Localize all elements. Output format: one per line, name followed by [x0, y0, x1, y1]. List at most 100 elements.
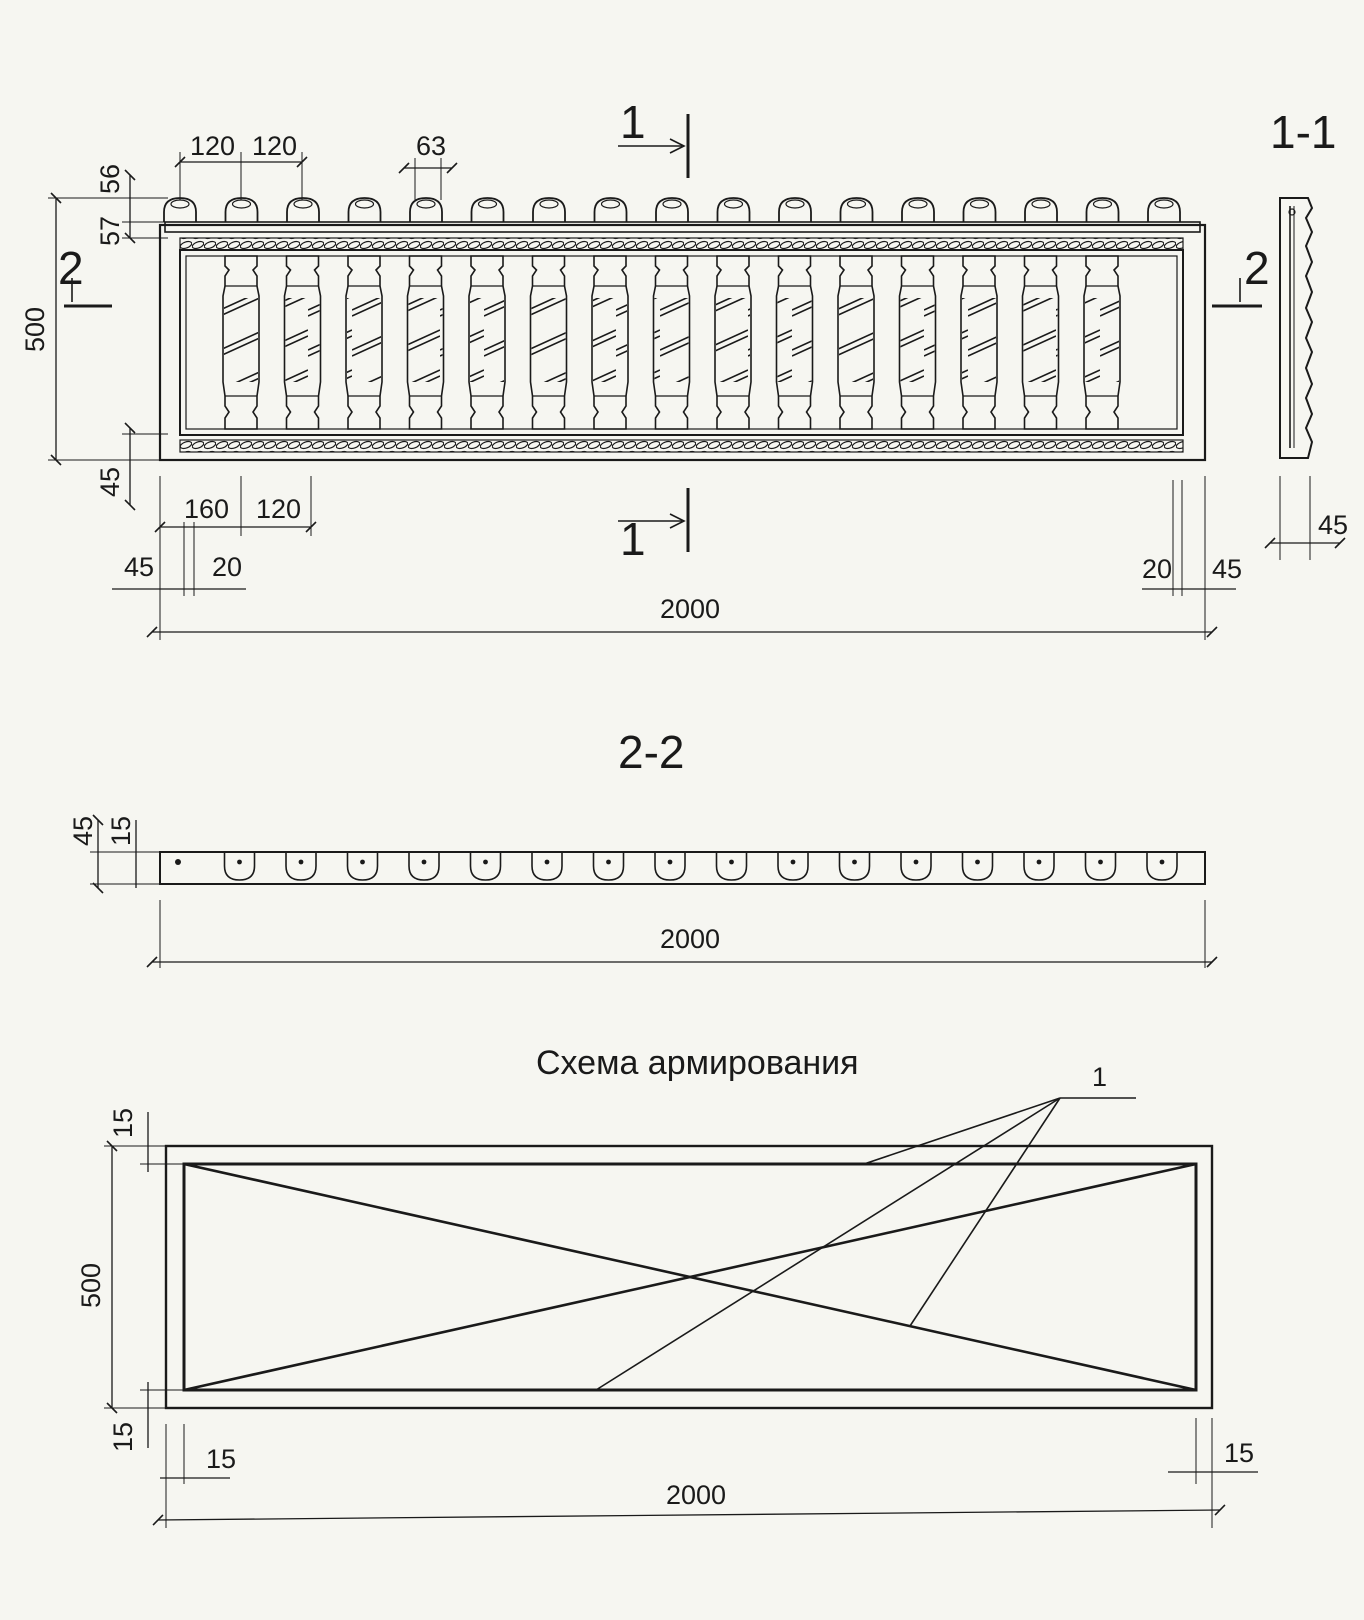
section-2-2-title: 2-2: [618, 726, 684, 778]
cap-knob: [347, 197, 382, 222]
dims-left: 500 56 57 45: [20, 164, 168, 511]
cap-knob-top: [1154, 199, 1174, 209]
reinforcement-view: Схема армирования 1 500 15 15 15 15: [76, 1044, 1258, 1528]
top-rail: [164, 221, 1201, 233]
baluster-twist: [900, 298, 935, 382]
dim-spacing-b: 120: [252, 131, 297, 161]
cap-knob-top: [1031, 199, 1051, 209]
reinforcement-cage: [182, 1162, 1198, 1392]
baluster-twist: [224, 298, 258, 382]
hollow-bolt: [298, 859, 304, 865]
dim-left-inset: 20: [212, 552, 242, 582]
dim-spacing-a: 120: [190, 131, 235, 161]
hollow-arch: [592, 852, 625, 881]
section-2-2-lip: 15: [106, 816, 136, 846]
hollow-arch: [961, 852, 994, 881]
cap-knob: [839, 197, 874, 222]
dim-right-inset: 20: [1142, 554, 1172, 584]
top-rope-band: [179, 237, 1184, 251]
hollow-bolt: [421, 859, 427, 865]
hollow-bolt: [1159, 859, 1165, 865]
cap-knob-top: [662, 199, 682, 209]
section-cut-2-left-label: 2: [58, 242, 84, 294]
dim-first-offset: 160: [184, 494, 229, 524]
rebar-diagonal-2: [183, 1162, 1197, 1392]
section-1-1-thickness: 45: [1318, 510, 1348, 540]
reinforcement-right-cover: 15: [1224, 1438, 1254, 1468]
cap-knob-top: [785, 199, 805, 209]
cap-knob: [716, 197, 751, 222]
hollow-arch: [838, 852, 871, 881]
cap-knob-top: [1092, 199, 1113, 209]
dims-bottom: 160 120 45 20 20 45 2000: [112, 476, 1242, 640]
cap-knob: [286, 197, 320, 222]
section-2-2-hollows: [175, 852, 1178, 881]
baluster-twist: [962, 298, 996, 382]
section-cut-2-right: 2: [1212, 242, 1270, 308]
reinforcement-callout-label: 1: [1092, 1062, 1107, 1092]
hollow-arch: [469, 852, 502, 881]
baluster-twist: [654, 298, 689, 382]
section-1-1-view: 1-1 45: [1264, 106, 1348, 560]
dim-baluster-width: 63: [416, 131, 446, 161]
hollow-bolt: [483, 859, 488, 865]
dim-pitch: 120: [256, 494, 301, 524]
baluster-twist: [839, 298, 873, 382]
hollow-arch: [408, 852, 440, 881]
hollow-arch: [346, 852, 379, 881]
dim-left-margin: 45: [124, 552, 154, 582]
baluster-twist: [470, 298, 504, 382]
cap-knob-top: [600, 199, 621, 209]
dim-cap-height: 56: [95, 164, 125, 194]
cap-knob: [409, 197, 443, 222]
cap-knob-top: [477, 199, 498, 209]
cap-knob-top: [170, 199, 190, 209]
hollow-bolt: [667, 859, 673, 865]
cap-knob-top: [231, 199, 252, 209]
hollow-bolt: [1036, 859, 1042, 865]
section-2-2-thickness: 45: [68, 816, 98, 846]
hollow-arch: [715, 852, 748, 881]
cap-knob: [593, 197, 628, 222]
baluster-twist: [531, 298, 566, 382]
dim-right-margin: 45: [1212, 554, 1242, 584]
hollow-arch: [223, 852, 256, 881]
section-2-2-profile: [159, 851, 1206, 885]
baluster-twist: [716, 298, 750, 382]
hollow-bolt: [729, 859, 734, 865]
baluster-twist: [347, 298, 381, 382]
hollow-arch: [285, 852, 317, 881]
cap-knob: [962, 197, 997, 222]
section-cut-1-bottom-label: 1: [620, 513, 646, 565]
hollow-bolt: [975, 859, 980, 865]
cap-knob-top: [539, 199, 559, 209]
panel-outline: [158, 223, 1207, 462]
elevation-view: 1 1 2 2 120 120: [20, 96, 1270, 640]
hollow-bolt: [237, 859, 242, 865]
section-cut-2-left: 2: [58, 242, 112, 308]
baluster-twist: [593, 298, 627, 382]
reinforcement-height: 500: [76, 1263, 106, 1308]
cap-knob: [224, 197, 259, 222]
baluster-twist: [1023, 298, 1058, 382]
hollow-arch: [1084, 852, 1117, 881]
hollow-bolt: [913, 859, 919, 865]
hollow-anchor: [175, 859, 181, 865]
dims-top: 120 120 63: [174, 131, 458, 200]
cap-knob: [1024, 197, 1058, 222]
baluster-twist: [408, 298, 443, 382]
cap-knob: [1085, 197, 1120, 222]
hollow-arch: [777, 852, 809, 881]
caps-group: [163, 197, 1181, 222]
section-1-1-profile: [1279, 197, 1314, 459]
hollow-bolt: [790, 859, 796, 865]
cap-knob-top: [416, 199, 436, 209]
reinforcement-length: 2000: [666, 1480, 726, 1510]
hollow-bolt: [1098, 859, 1103, 865]
hollow-arch: [654, 852, 686, 881]
section-cut-1-top-label: 1: [620, 96, 646, 148]
dim-rail-height: 57: [95, 216, 125, 246]
dim-total-height: 500: [20, 307, 50, 352]
cap-knob-top: [908, 199, 928, 209]
